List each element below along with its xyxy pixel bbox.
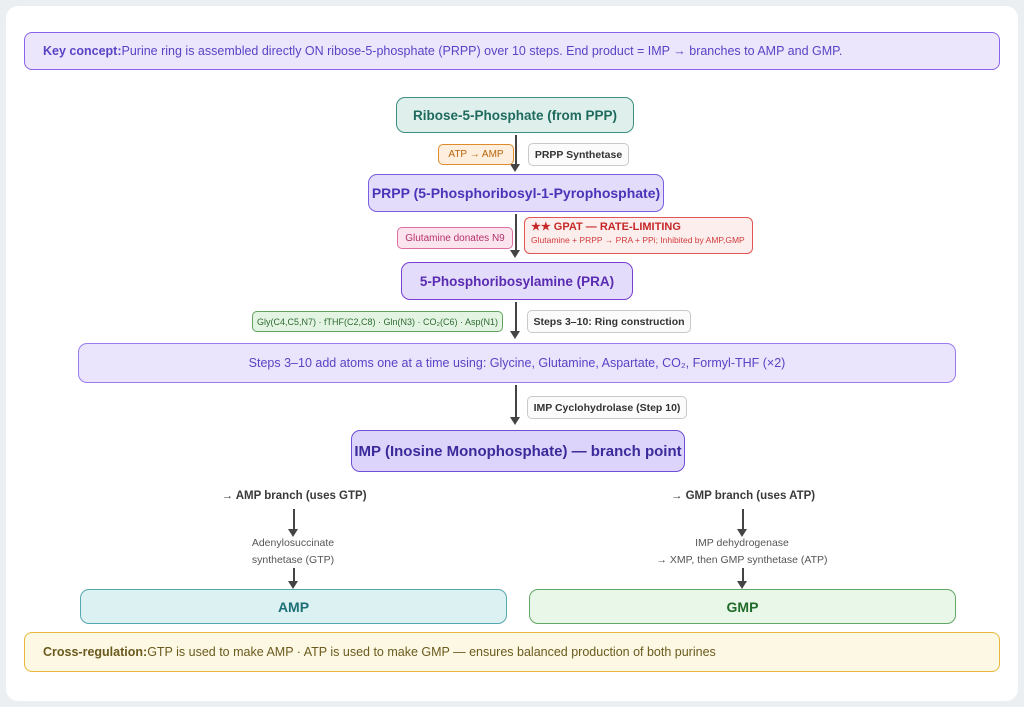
arrow-head-prpp-to-pra bbox=[510, 250, 520, 258]
arrow-amp-branch-top bbox=[293, 509, 295, 532]
arrow-head-gmp-branch-bottom bbox=[737, 581, 747, 589]
chip-atom-sources-label: Gly(C4,C5,N7) · fTHF(C2,C8) · Gln(N3) · … bbox=[257, 316, 499, 327]
chip-glutamine-donates-n9: Glutamine donates N9 bbox=[397, 227, 513, 249]
arrow-r5p-to-prpp bbox=[515, 135, 517, 167]
chip-glutamine-label: Glutamine donates N9 bbox=[405, 232, 505, 244]
chip-imp-cyclohydrolase-label: IMP Cyclohydrolase (Step 10) bbox=[533, 401, 681, 414]
node-gmp-label: GMP bbox=[726, 598, 759, 615]
branch-note-amp-line1: Adenylosuccinate bbox=[251, 537, 335, 549]
node-amp-label: AMP bbox=[277, 598, 310, 615]
node-ribose-5-phosphate[interactable]: Ribose-5-Phosphate (from PPP) bbox=[396, 97, 634, 133]
arrow-gmp-branch-bottom bbox=[742, 568, 744, 586]
node-imp-branch-point[interactable]: IMP (Inosine Monophosphate) — branch poi… bbox=[351, 430, 685, 472]
node-amp[interactable]: AMP bbox=[80, 589, 507, 624]
arrow-pra-to-steps bbox=[515, 302, 517, 334]
cross-regulation-banner: Cross-regulation: GTP is used to make AM… bbox=[24, 632, 1000, 672]
gpat-title: ★★ GPAT — RATE-LIMITING bbox=[531, 221, 681, 233]
chip-steps-3-10-ring-construction: Steps 3–10: Ring construction bbox=[527, 310, 691, 333]
arrow-head-steps-to-imp bbox=[510, 417, 520, 425]
arrow-head-gmp-branch-top bbox=[737, 529, 747, 537]
arrow-head-pra-to-steps bbox=[510, 331, 520, 339]
branch-note-gmp: IMP dehydrogenase → XMP, then GMP synthe… bbox=[642, 535, 842, 569]
chip-prpp-synthetase-label: PRPP Synthetase bbox=[534, 148, 623, 161]
key-concept-banner: Key concept: Purine ring is assembled di… bbox=[24, 32, 1000, 70]
page-card: Key concept: Purine ring is assembled di… bbox=[6, 6, 1018, 701]
arrow-amp-branch-bottom bbox=[293, 568, 295, 586]
node-steps-3-10-label: Steps 3–10 add atoms one at a time using… bbox=[248, 356, 786, 370]
node-steps-3-10[interactable]: Steps 3–10 add atoms one at a time using… bbox=[78, 343, 956, 383]
node-prpp-label: PRPP (5-Phosphoribosyl-1-Pyrophosphate) bbox=[371, 185, 661, 201]
arrow-gmp-branch-top bbox=[742, 509, 744, 532]
chip-atp-to-amp: ATP → AMP bbox=[438, 144, 514, 165]
key-concept-text: Purine ring is assembled directly ON rib… bbox=[121, 44, 843, 58]
chip-prpp-synthetase: PRPP Synthetase bbox=[528, 143, 629, 166]
branch-note-gmp-line1: IMP dehydrogenase bbox=[695, 537, 789, 549]
cross-regulation-label: Cross-regulation: bbox=[43, 645, 148, 659]
node-ribose-5-phosphate-label: Ribose-5-Phosphate (from PPP) bbox=[412, 107, 618, 123]
gpat-subtitle: Glutamine + PRPP → PRA + PPi; Inhibited … bbox=[531, 235, 745, 245]
chip-steps-3-10-label: Steps 3–10: Ring construction bbox=[533, 315, 685, 328]
node-prpp[interactable]: PRPP (5-Phosphoribosyl-1-Pyrophosphate) bbox=[368, 174, 664, 212]
branch-title-gmp: → GMP branch (uses ATP) bbox=[670, 490, 816, 502]
gpat-callout: ★★ GPAT — RATE-LIMITING Glutamine + PRPP… bbox=[524, 217, 753, 254]
node-imp-label: IMP (Inosine Monophosphate) — branch poi… bbox=[354, 442, 682, 460]
node-pra-label: 5-Phosphoribosylamine (PRA) bbox=[419, 273, 615, 289]
cross-regulation-text: GTP is used to make AMP · ATP is used to… bbox=[147, 645, 716, 659]
arrow-prpp-to-pra bbox=[515, 214, 517, 252]
arrow-head-amp-branch-top bbox=[288, 529, 298, 537]
branch-title-amp: → AMP branch (uses GTP) bbox=[221, 490, 367, 502]
arrow-steps-to-imp bbox=[515, 385, 517, 419]
chip-imp-cyclohydrolase: IMP Cyclohydrolase (Step 10) bbox=[527, 396, 687, 419]
node-pra[interactable]: 5-Phosphoribosylamine (PRA) bbox=[401, 262, 633, 300]
arrow-head-r5p-to-prpp bbox=[510, 164, 520, 172]
branch-note-amp: Adenylosuccinate synthetase (GTP) bbox=[193, 535, 393, 569]
arrow-head-amp-branch-bottom bbox=[288, 581, 298, 589]
branch-note-gmp-line2: → XMP, then GMP synthetase (ATP) bbox=[656, 554, 828, 566]
chip-atp-label: ATP → AMP bbox=[448, 149, 504, 160]
node-gmp[interactable]: GMP bbox=[529, 589, 956, 624]
chip-atom-sources: Gly(C4,C5,N7) · fTHF(C2,C8) · Gln(N3) · … bbox=[252, 311, 503, 332]
branch-note-amp-line2: synthetase (GTP) bbox=[251, 554, 335, 566]
key-concept-label: Key concept: bbox=[43, 44, 122, 58]
